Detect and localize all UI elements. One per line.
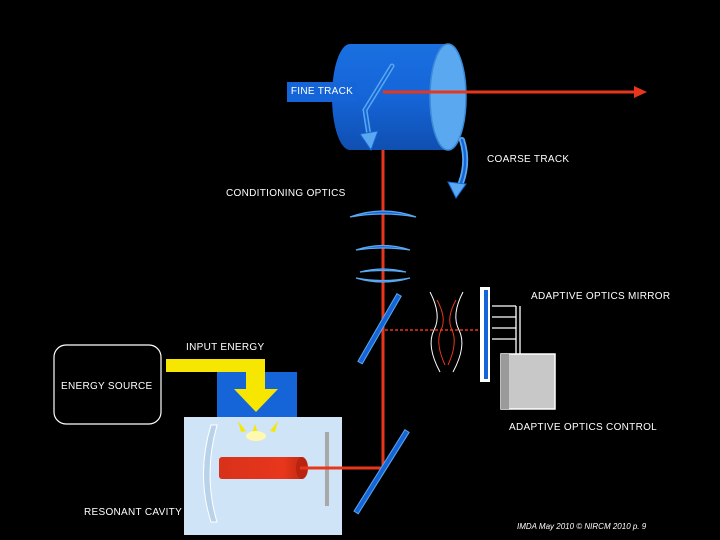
pump-glow [238,421,278,441]
fold-mirror-upper [357,293,402,365]
fine-track-label: FINE TRACK [287,82,357,102]
energy-source-box [53,344,162,425]
conditioning-optics-lenses [349,210,417,283]
adaptive-optics-mirror-surface [484,290,488,379]
adaptive-optics-control-shade [501,354,509,409]
coarse-track-label: COARSE TRACK [487,154,570,165]
energy-source-label: ENERGY SOURCE [61,381,153,392]
page-footer: IMDA May 2010 © NIRCM 2010 p. 9 [517,522,647,531]
input-energy-label: INPUT ENERGY [186,342,265,353]
fold-mirror-lower [353,429,410,515]
cavity-rear-mirror [203,424,218,523]
coarse-track-arrow-icon [447,137,469,199]
conditioning-optics-label: CONDITIONING OPTICS [226,188,346,199]
wavefront-profile [429,291,464,373]
gain-medium-rod [219,457,305,479]
coarse-track-drum-face [429,43,467,151]
beam-arrowhead-icon [634,86,647,98]
adaptive-optics-control-label: ADAPTIVE OPTICS CONTROL [509,422,658,433]
resonant-cavity-label: RESONANT CAVITY [84,507,183,518]
mirror-actuators [492,305,521,356]
adaptive-optics-control-box [500,353,556,410]
fine-track-arrow-icon [359,63,395,152]
input-energy-arrow-icon [234,372,278,412]
adaptive-optics-mirror-label: ADAPTIVE OPTICS MIRROR [531,291,671,302]
input-energy-bar [166,359,265,372]
